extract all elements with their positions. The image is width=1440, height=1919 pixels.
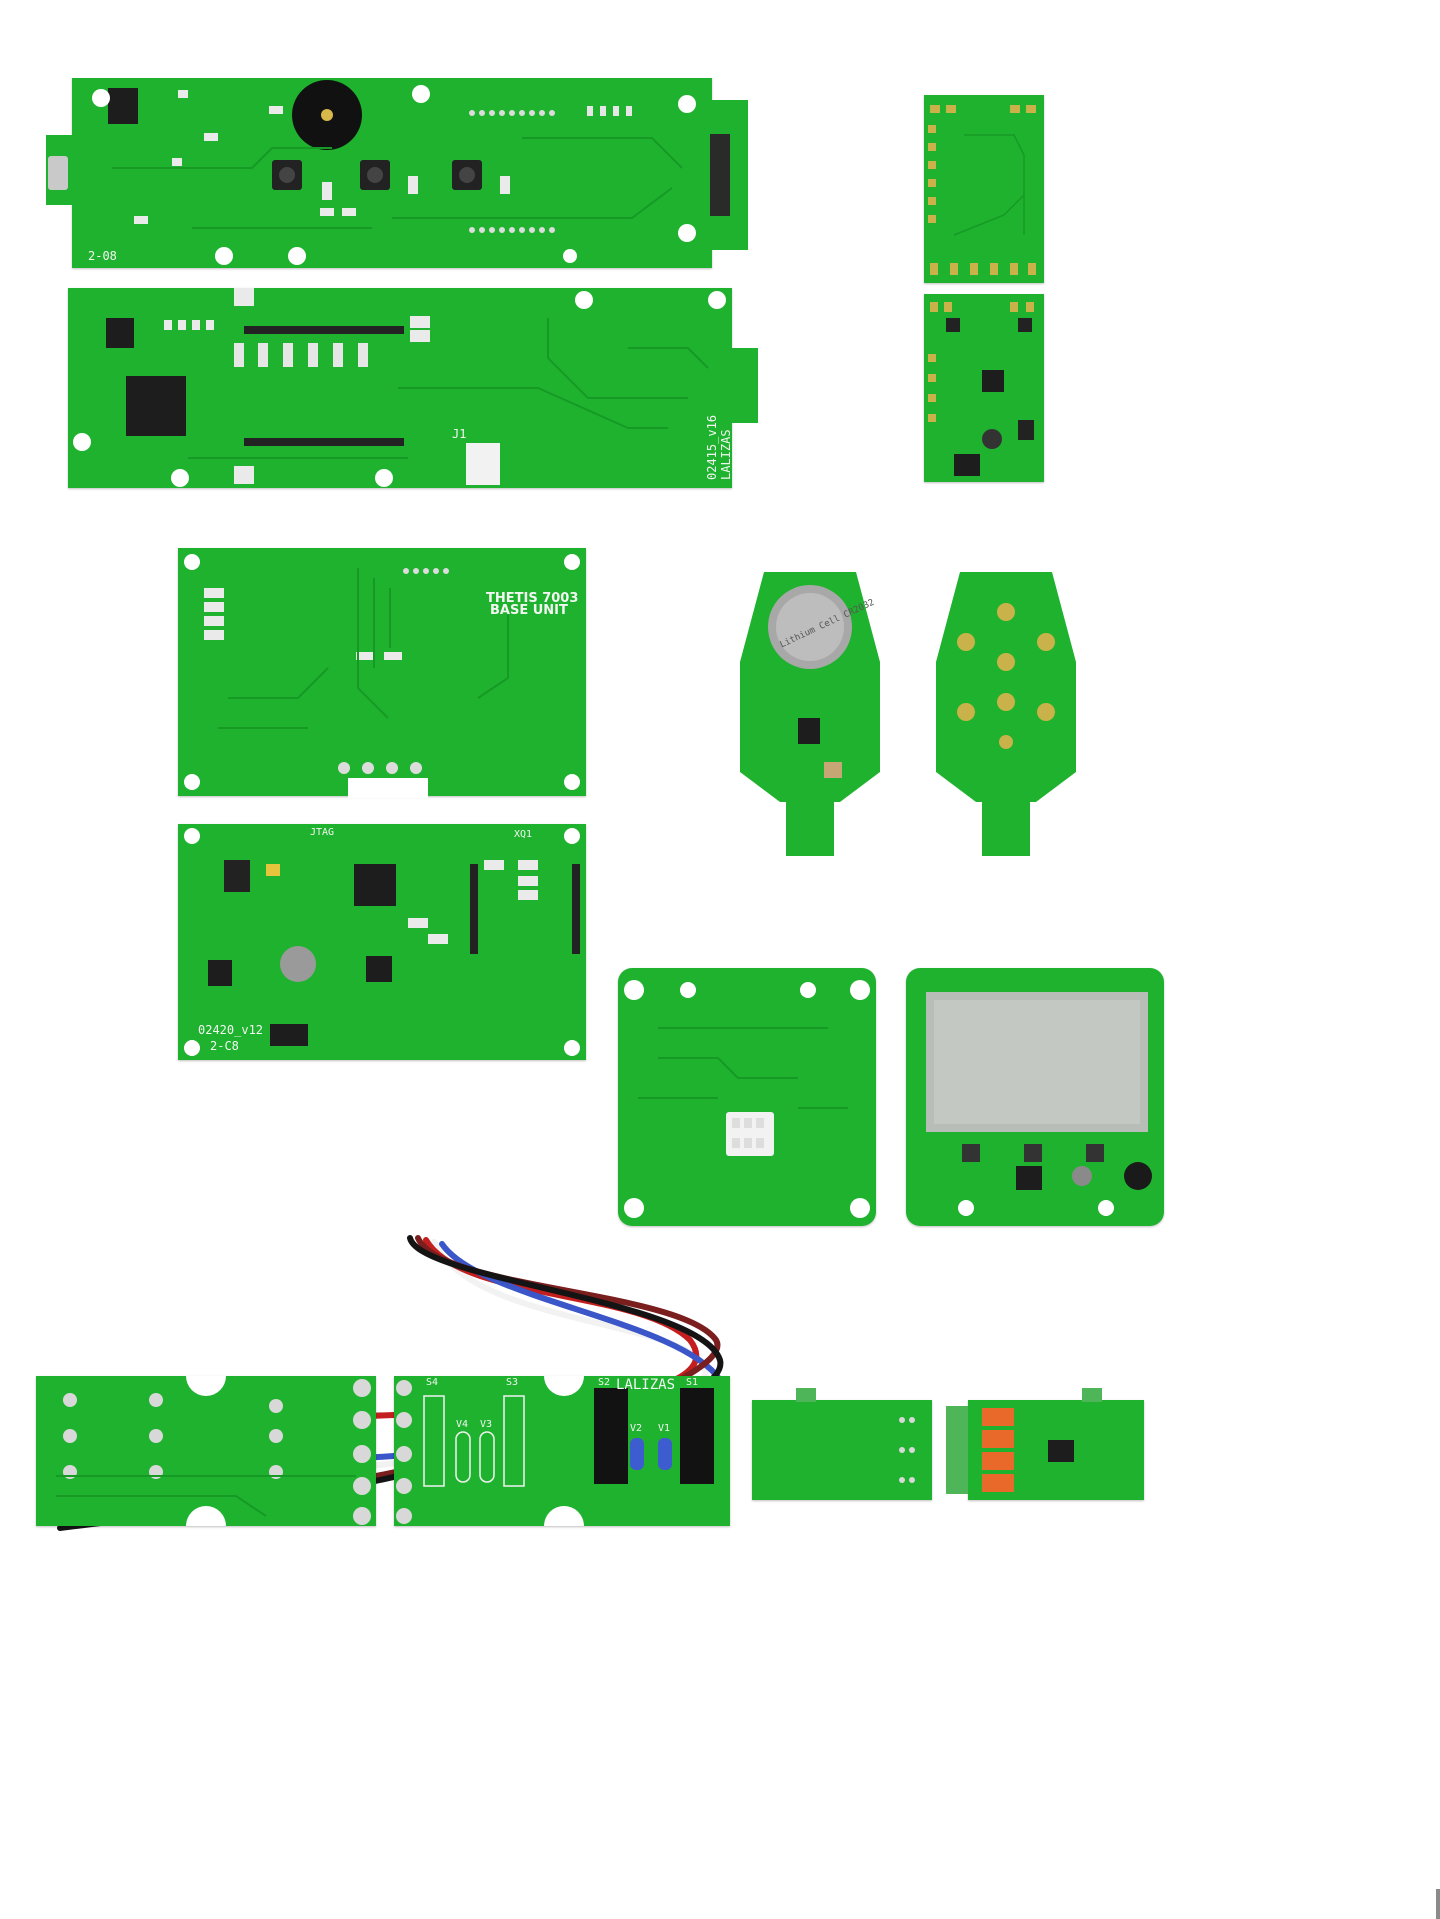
board-title-line2: BASE UNIT xyxy=(490,603,568,618)
connector-housing xyxy=(466,443,500,485)
j1-label: J1 xyxy=(452,427,467,441)
v3-label: V3 xyxy=(480,1419,493,1430)
usb-connector xyxy=(48,156,68,190)
board-version-label: 02415_v16 xyxy=(705,414,719,480)
pcb-relay-board-front xyxy=(946,1388,1144,1500)
jtag-label: JTAG xyxy=(310,827,335,838)
pcb-components xyxy=(946,1388,1102,1494)
pcb-base-unit-rear: THETIS 7003 BASE UNIT xyxy=(178,548,586,798)
pcb-components xyxy=(56,1376,371,1526)
pcb-components xyxy=(928,105,1036,275)
pcb-relay-board-rear xyxy=(752,1388,932,1500)
pcb-components xyxy=(184,828,580,1056)
pcb-module-front xyxy=(924,95,1044,283)
pcb-remote-rear xyxy=(936,572,1076,856)
s2-label: S2 xyxy=(598,1377,611,1388)
pcb-components xyxy=(46,80,748,265)
board-code-label: 2-C8 xyxy=(210,1039,239,1053)
pcb-switch-board-rear xyxy=(36,1376,376,1526)
board-brand-label: LALIZAS xyxy=(616,1377,676,1393)
pcb-components xyxy=(184,554,580,798)
pcb-board-display-front: 2-08 xyxy=(46,78,748,268)
board-brand-label: LALIZAS xyxy=(719,429,733,480)
xq1-label: XQ1 xyxy=(514,829,533,840)
pcb-module-rear xyxy=(924,294,1044,482)
pcb-components xyxy=(796,1388,915,1483)
pcb-display-front xyxy=(906,968,1164,1226)
v2-label: V2 xyxy=(630,1423,643,1434)
corner-marker xyxy=(1436,1889,1440,1919)
v1-label: V1 xyxy=(658,1423,671,1434)
pcb-main-controller: JTAG XQ1 02420_v12 2-C8 xyxy=(178,824,586,1060)
pcb-components xyxy=(740,572,880,856)
board-version-label: 02420_v12 xyxy=(198,1023,264,1037)
pcb-components xyxy=(928,302,1034,476)
pcb-switch-board-front: LALIZAS S4 S3 S2 S1 V4 V3 V2 V1 xyxy=(394,1376,730,1526)
pcb-board-display-rear: J1 02415_v16 LALIZAS xyxy=(68,288,758,488)
terminal-block xyxy=(946,1406,968,1494)
pcb-display-rear xyxy=(618,968,876,1226)
v4-label: V4 xyxy=(456,1419,469,1430)
pcb-remote-front: Lithium Cell CR2032 xyxy=(740,572,880,856)
pcb-components xyxy=(624,980,870,1218)
pcb-components xyxy=(73,288,758,487)
pcb-components xyxy=(936,572,1076,856)
pcb-components xyxy=(926,992,1152,1216)
s1-label: S1 xyxy=(686,1377,699,1388)
s4-label: S4 xyxy=(426,1377,439,1388)
s3-label: S3 xyxy=(506,1377,519,1388)
board-code-label: 2-08 xyxy=(88,249,117,263)
pcb-components xyxy=(396,1376,714,1526)
board-title-line1: THETIS 7003 xyxy=(486,591,579,606)
